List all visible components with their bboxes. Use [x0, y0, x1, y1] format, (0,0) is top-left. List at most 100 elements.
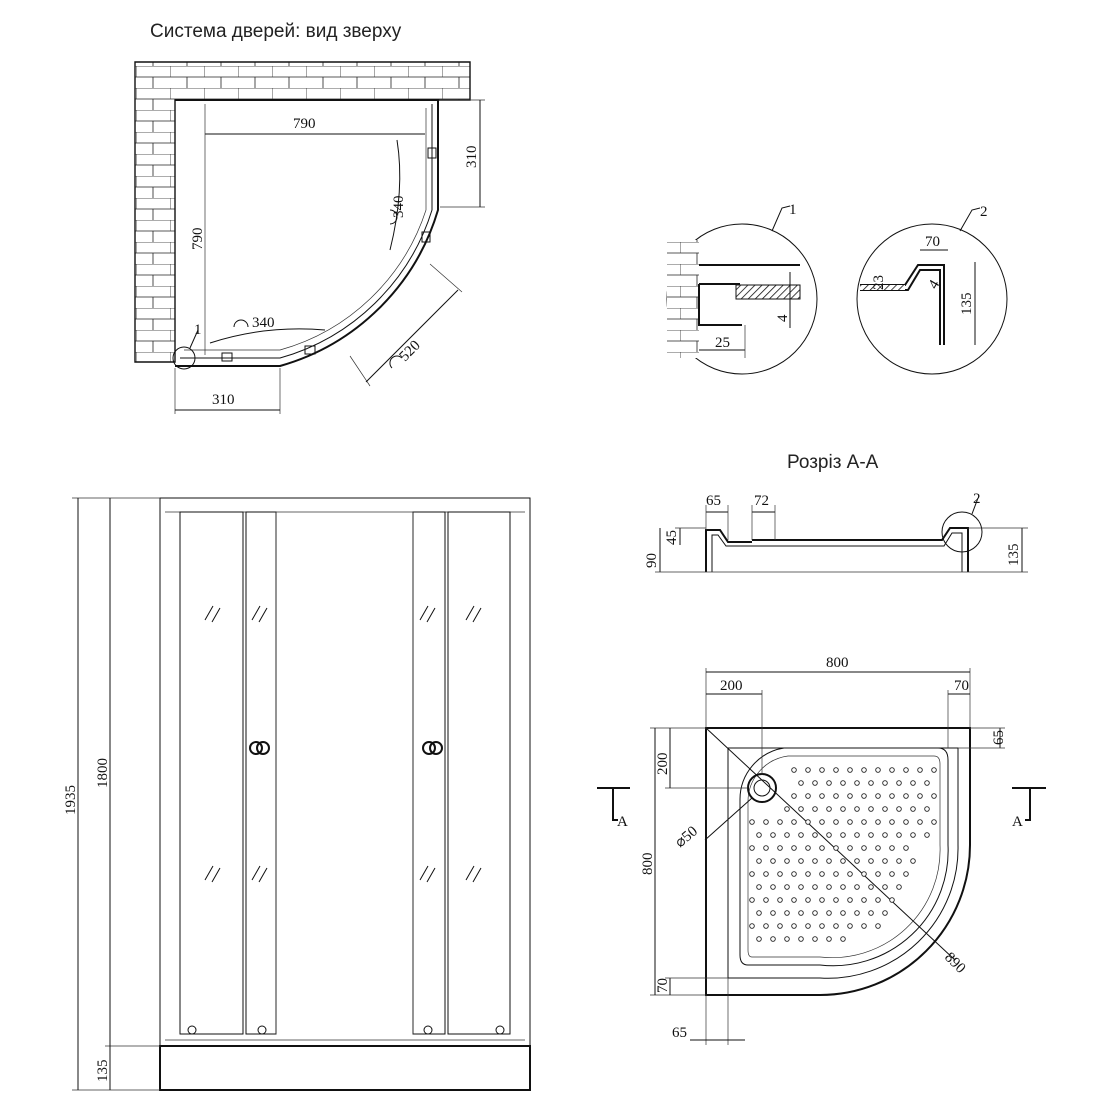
anti-slip-dot	[896, 806, 902, 812]
anti-slip-dot	[756, 884, 762, 890]
anti-slip-dot	[763, 819, 769, 825]
anti-slip-dot	[868, 806, 874, 812]
anti-slip-dot	[791, 871, 797, 877]
drain	[747, 773, 777, 803]
door-handle	[249, 741, 263, 755]
detail-2-dim-135: 135	[959, 293, 975, 316]
anti-slip-dot	[784, 936, 790, 942]
dim-cabin-height-1800: 1800	[95, 758, 111, 788]
callout-circle-1	[172, 346, 196, 370]
plan-dim-height-800: 800	[640, 853, 656, 876]
dim-line	[365, 289, 459, 383]
tray-floor	[739, 747, 949, 967]
section-dim-65: 65	[706, 493, 721, 509]
plan-dim-rim-top-65: 65	[991, 730, 1007, 745]
section-title: Розріз А-А	[787, 452, 879, 473]
anti-slip-dot	[805, 923, 811, 929]
section-dim-135: 135	[1006, 544, 1022, 567]
anti-slip-dot	[868, 832, 874, 838]
callout-label-1: 1	[194, 322, 202, 338]
plan-dim-drain-y-200: 200	[655, 753, 671, 776]
detail-1-profile	[698, 264, 800, 326]
roller	[495, 1025, 505, 1035]
anti-slip-dot	[805, 767, 811, 773]
arc-symbol	[389, 209, 398, 225]
anti-slip-dot	[889, 845, 895, 851]
detail-1-dim-25: 25	[715, 335, 730, 351]
roller	[187, 1025, 197, 1035]
anti-slip-dot	[875, 897, 881, 903]
anti-slip-dot	[819, 767, 825, 773]
anti-slip-dot	[910, 806, 916, 812]
callout-leader-2	[971, 497, 979, 515]
drain-inner	[753, 779, 771, 797]
section-dim-72: 72	[754, 493, 769, 509]
anti-slip-dot	[840, 806, 846, 812]
roller	[423, 1025, 433, 1035]
detail-2-leader	[959, 207, 981, 232]
anti-slip-dot	[826, 910, 832, 916]
anti-slip-dot	[777, 897, 783, 903]
dim-line	[429, 263, 463, 293]
door-handle	[429, 741, 443, 755]
anti-slip-dot	[826, 780, 832, 786]
top-view: 1 790 790 310 310 340 340 520	[134, 61, 485, 414]
anti-slip-dot	[812, 806, 818, 812]
anti-slip-dot	[875, 819, 881, 825]
anti-slip-dot	[861, 819, 867, 825]
detail-1-label: 1	[789, 202, 797, 218]
anti-slip-dot	[770, 832, 776, 838]
detail-1-seal	[735, 284, 801, 300]
anti-slip-dot	[875, 923, 881, 929]
anti-slip-dot	[812, 936, 818, 942]
anti-slip-dot	[805, 819, 811, 825]
anti-slip-dot	[896, 884, 902, 890]
anti-slip-dot	[875, 793, 881, 799]
anti-slip-dot	[903, 871, 909, 877]
anti-slip-dot	[770, 858, 776, 864]
anti-slip-dot	[924, 806, 930, 812]
detail-1: 1 25 4	[666, 202, 818, 375]
section-dim-45: 45	[664, 530, 680, 545]
anti-slip-dot	[882, 884, 888, 890]
anti-slip-dot	[777, 871, 783, 877]
anti-slip-dot	[749, 871, 755, 877]
callout-label-2: 2	[973, 491, 981, 507]
anti-slip-dot	[854, 858, 860, 864]
anti-slip-dot	[798, 884, 804, 890]
anti-slip-dot	[784, 910, 790, 916]
detail-2-hatch	[860, 285, 905, 290]
anti-slip-dot	[882, 858, 888, 864]
anti-slip-dot	[882, 780, 888, 786]
anti-slip-dot	[791, 897, 797, 903]
anti-slip-dot	[798, 780, 804, 786]
anti-slip-dot	[903, 845, 909, 851]
anti-slip-dot	[784, 884, 790, 890]
anti-slip-dot	[875, 845, 881, 851]
anti-slip-dot	[840, 858, 846, 864]
anti-slip-dot	[924, 832, 930, 838]
anti-slip-dot	[819, 897, 825, 903]
dim-door-arc-top: 340	[391, 196, 407, 219]
glass-panel	[412, 511, 446, 1035]
plan-dim-width-800: 800	[826, 655, 849, 671]
plan-dim-rim-bottom-70: 70	[655, 978, 671, 993]
detail-1-leader	[771, 205, 791, 232]
anti-slip-dot	[833, 845, 839, 851]
anti-slip-dot	[854, 806, 860, 812]
anti-slip-dot	[847, 871, 853, 877]
anti-slip-dot	[840, 884, 846, 890]
detail-2-dim-70: 70	[925, 234, 940, 250]
anti-slip-dot	[882, 806, 888, 812]
anti-slip-dot	[903, 819, 909, 825]
anti-slip-dot	[833, 819, 839, 825]
glass-panel	[179, 511, 244, 1035]
detail-2-circle	[856, 223, 1008, 375]
anti-slip-dot	[868, 858, 874, 864]
anti-slip-dot	[833, 793, 839, 799]
anti-slip-dot	[875, 767, 881, 773]
tray-plan: 800 200 70 65 200 800 70 65 ⌀50 890 A A	[597, 655, 1046, 1045]
dim-door-arc-bottom: 340	[252, 315, 275, 331]
anti-slip-dot	[784, 832, 790, 838]
anti-slip-dot	[833, 923, 839, 929]
